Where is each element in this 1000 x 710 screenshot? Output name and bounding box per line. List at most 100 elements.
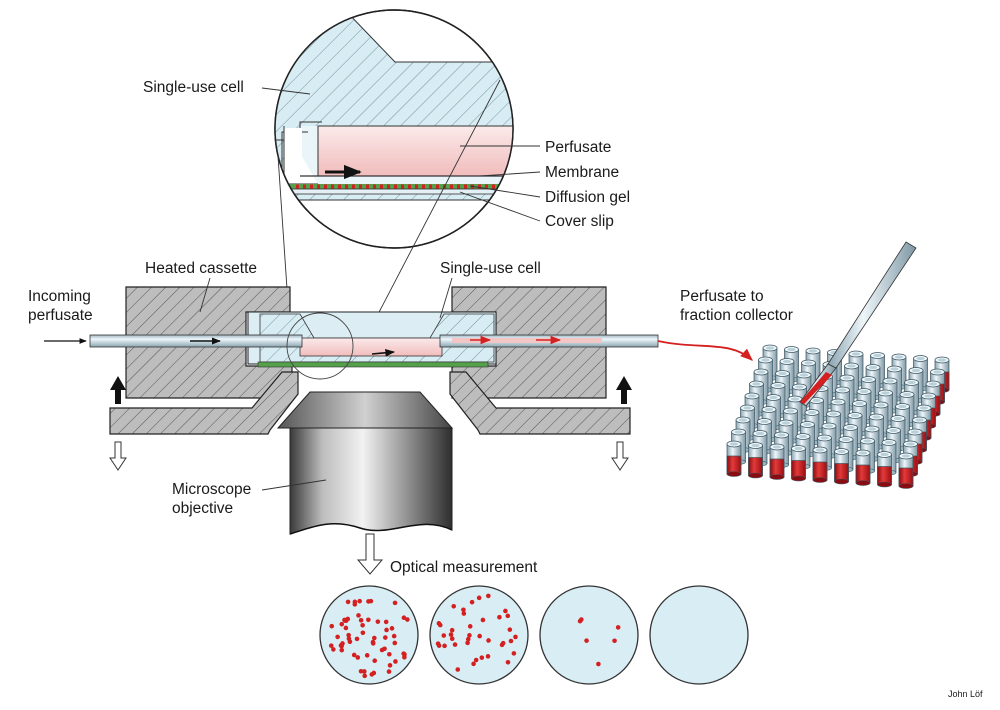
vial — [748, 442, 763, 479]
particle-dot — [441, 633, 447, 638]
leader — [459, 191, 541, 222]
particle-dot — [455, 667, 461, 672]
magnified-inset — [274, 9, 530, 249]
particle-dot — [357, 598, 362, 604]
particle-dot — [500, 640, 506, 646]
particle-dot — [479, 655, 485, 660]
particle-dot — [465, 636, 471, 642]
particle-dot — [505, 660, 511, 665]
label-optical-measurement: Optical measurement — [390, 559, 538, 576]
microscope-objective — [276, 391, 454, 535]
tubing — [89, 334, 659, 348]
label-microscope-2: objective — [172, 500, 233, 517]
particle-dot — [467, 633, 472, 638]
label-diffusion-gel: Diffusion gel — [545, 189, 630, 206]
gel-dot — [415, 184, 418, 189]
gel-dot — [387, 184, 390, 189]
vial — [812, 446, 828, 483]
particle-dot — [346, 636, 352, 642]
pipette — [799, 241, 917, 407]
particle-dot — [467, 624, 473, 629]
particle-dot — [486, 638, 491, 643]
gel-dot — [485, 184, 488, 189]
particle-dot — [371, 670, 377, 676]
particle-dot — [335, 634, 340, 640]
gel-dot — [527, 185, 530, 189]
gel-dot — [380, 184, 383, 189]
particle-dot — [358, 668, 364, 674]
particle-dot — [401, 615, 407, 621]
clamp-up-arrow-right — [616, 376, 632, 404]
fraction-collector-rack — [726, 344, 950, 489]
particle-dot — [383, 619, 389, 625]
gel-dot — [478, 184, 481, 189]
gel-dot — [457, 184, 460, 189]
vial — [791, 445, 806, 482]
particle-dot — [360, 630, 366, 636]
particle-dot — [356, 613, 361, 618]
particle-dot — [473, 657, 479, 663]
vial — [855, 449, 871, 486]
particle-dot — [340, 641, 345, 646]
particle-dot — [505, 613, 511, 619]
particle-dot — [331, 647, 336, 652]
dish-low — [539, 585, 639, 685]
optical-arrow — [356, 533, 384, 575]
particle-dot — [339, 647, 345, 653]
particle-dot — [469, 599, 475, 605]
gel-dot — [436, 184, 439, 189]
particle-dot — [389, 626, 395, 631]
gel-dot — [373, 184, 376, 189]
particle-dot — [477, 633, 482, 639]
particle-dot — [387, 663, 393, 668]
particle-dot — [402, 654, 407, 660]
gel-dot — [338, 184, 341, 189]
particle-dot — [584, 638, 589, 643]
particle-dot — [372, 658, 378, 664]
leader — [261, 87, 311, 95]
release-down-arrow-left — [109, 441, 127, 471]
particle-dot — [448, 632, 454, 637]
particle-dot — [461, 607, 466, 613]
gel-dot — [352, 184, 355, 189]
particle-dot — [513, 634, 518, 640]
particle-dot — [449, 627, 455, 633]
clamp-up-arrow-left — [110, 376, 126, 404]
particle-dot — [352, 599, 358, 605]
leader — [469, 185, 541, 198]
output-arrow — [657, 340, 753, 361]
vial — [898, 452, 914, 489]
particle-dot — [465, 640, 470, 646]
dish-none — [649, 585, 749, 685]
particle-dot — [503, 608, 508, 614]
gel-dot — [366, 184, 369, 189]
gel-dot — [450, 184, 453, 189]
gel-dot — [506, 184, 509, 189]
particle-dot — [579, 617, 584, 622]
particle-dot — [511, 651, 517, 656]
particle-dot — [375, 619, 381, 624]
dish-high — [319, 585, 419, 685]
particle-dot — [387, 651, 392, 657]
label-microscope-1: Microscope — [172, 481, 251, 498]
gel-dot — [331, 184, 334, 189]
detail-circle — [286, 312, 354, 380]
gel-dot — [401, 184, 404, 189]
particle-dot — [392, 600, 398, 606]
label-incoming-1: Incoming — [28, 288, 91, 305]
leader — [439, 277, 453, 319]
single-use-cell — [247, 311, 497, 368]
vial — [769, 443, 785, 480]
particle-dot — [507, 627, 513, 632]
particle-dot — [384, 627, 389, 633]
particle-dot — [497, 614, 502, 620]
vial — [726, 440, 742, 477]
label-cover-slip: Cover slip — [545, 213, 614, 230]
gel-dot — [317, 184, 320, 189]
leader — [261, 479, 327, 491]
particle-dot — [442, 643, 447, 649]
particle-dot — [355, 655, 361, 660]
particle-dot — [436, 621, 442, 626]
particle-dot — [329, 623, 335, 629]
